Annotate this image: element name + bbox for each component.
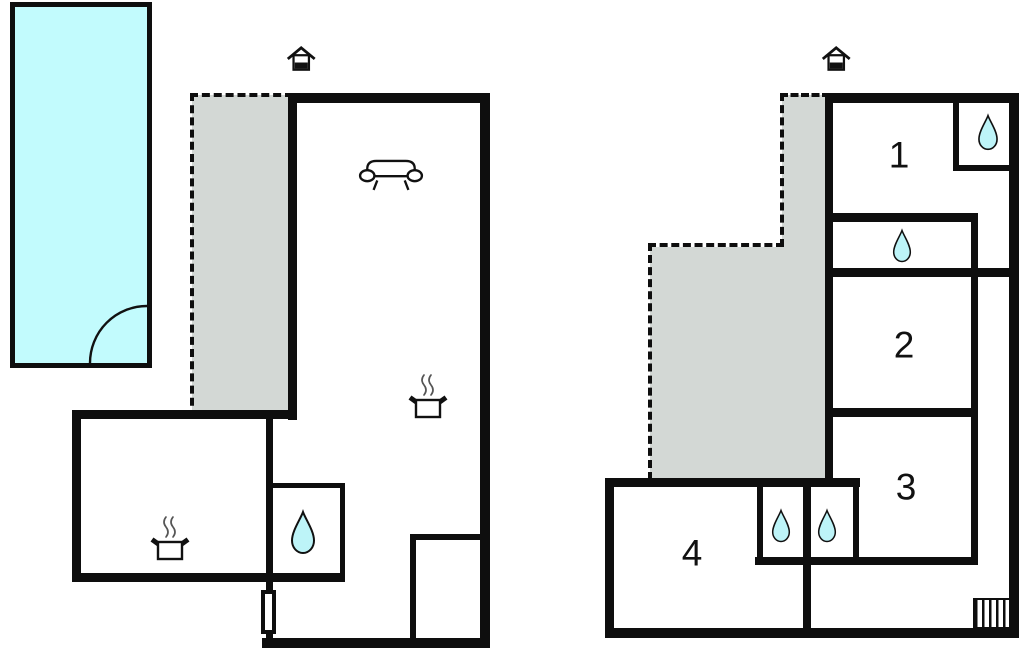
room-label-2: 2 (893, 324, 915, 366)
wall-right-plan-bottom (605, 628, 1019, 638)
wall-shower-b-right (853, 483, 859, 565)
terrace-dashed-edge (780, 93, 830, 97)
wall-bath1-left (953, 93, 959, 171)
water-drop-icon (978, 113, 998, 151)
water-drop-icon (771, 508, 791, 543)
terrace-right-plan-main (650, 247, 830, 480)
wall-kitchen-top (72, 410, 297, 419)
wall-left-plan-top (288, 93, 490, 103)
terrace-dashed-edge (648, 243, 784, 247)
wall-room1-bottom (833, 213, 977, 222)
wall-left-plan-right (480, 93, 490, 648)
terrace-right-plan-strip (782, 95, 830, 247)
terrace-dashed-edge (648, 243, 652, 480)
terrace-dashed-edge (190, 93, 194, 418)
wall-interior-vertical (266, 415, 273, 648)
room-label-1: 1 (888, 134, 910, 176)
sofa-icon (358, 159, 424, 191)
wall-room3-bottom (755, 557, 978, 565)
wall-room4-top (605, 478, 860, 487)
wall-bathroom-right (340, 483, 345, 578)
water-drop-icon (892, 228, 912, 263)
wall-bathroom-top (266, 483, 345, 488)
swimming-pool (10, 2, 152, 368)
entrance-house-icon (286, 45, 316, 71)
wall-room4-right (803, 478, 811, 638)
wall-corridor-left (971, 213, 978, 565)
terrace-left-plan (192, 95, 293, 418)
room-label-3: 3 (895, 466, 917, 508)
wall-left-plan-left-upper (288, 93, 297, 420)
water-drop-icon (817, 508, 837, 543)
wall-right-plan-left-upper (825, 93, 833, 483)
terrace-dashed-edge (780, 93, 784, 247)
wall-bath1-bottom (953, 165, 1014, 171)
wall-shower-a-left (757, 478, 763, 563)
wall-room4-left (605, 478, 614, 638)
wall-kitchen-bottom (72, 573, 345, 582)
stairs-icon (973, 598, 1011, 629)
wall-closet-top (410, 534, 484, 540)
wall-right-plan-top (825, 93, 1019, 103)
cooking-pot-icon (408, 374, 448, 419)
wall-closet-left (410, 534, 416, 646)
wall-kitchen-left (72, 410, 81, 582)
terrace-dashed-edge (190, 93, 293, 97)
water-drop-icon (290, 509, 316, 555)
door-jamb (261, 590, 276, 634)
pool-door-arc (88, 304, 148, 364)
wall-left-plan-bottom (262, 638, 490, 648)
wall-bathstrip-bottom (825, 268, 1019, 277)
cooking-pot-icon (150, 516, 190, 561)
wall-room2-room3-divider (825, 408, 978, 417)
entrance-house-icon (821, 45, 851, 71)
wall-right-plan-right (1009, 93, 1019, 638)
room-label-4: 4 (681, 532, 703, 574)
